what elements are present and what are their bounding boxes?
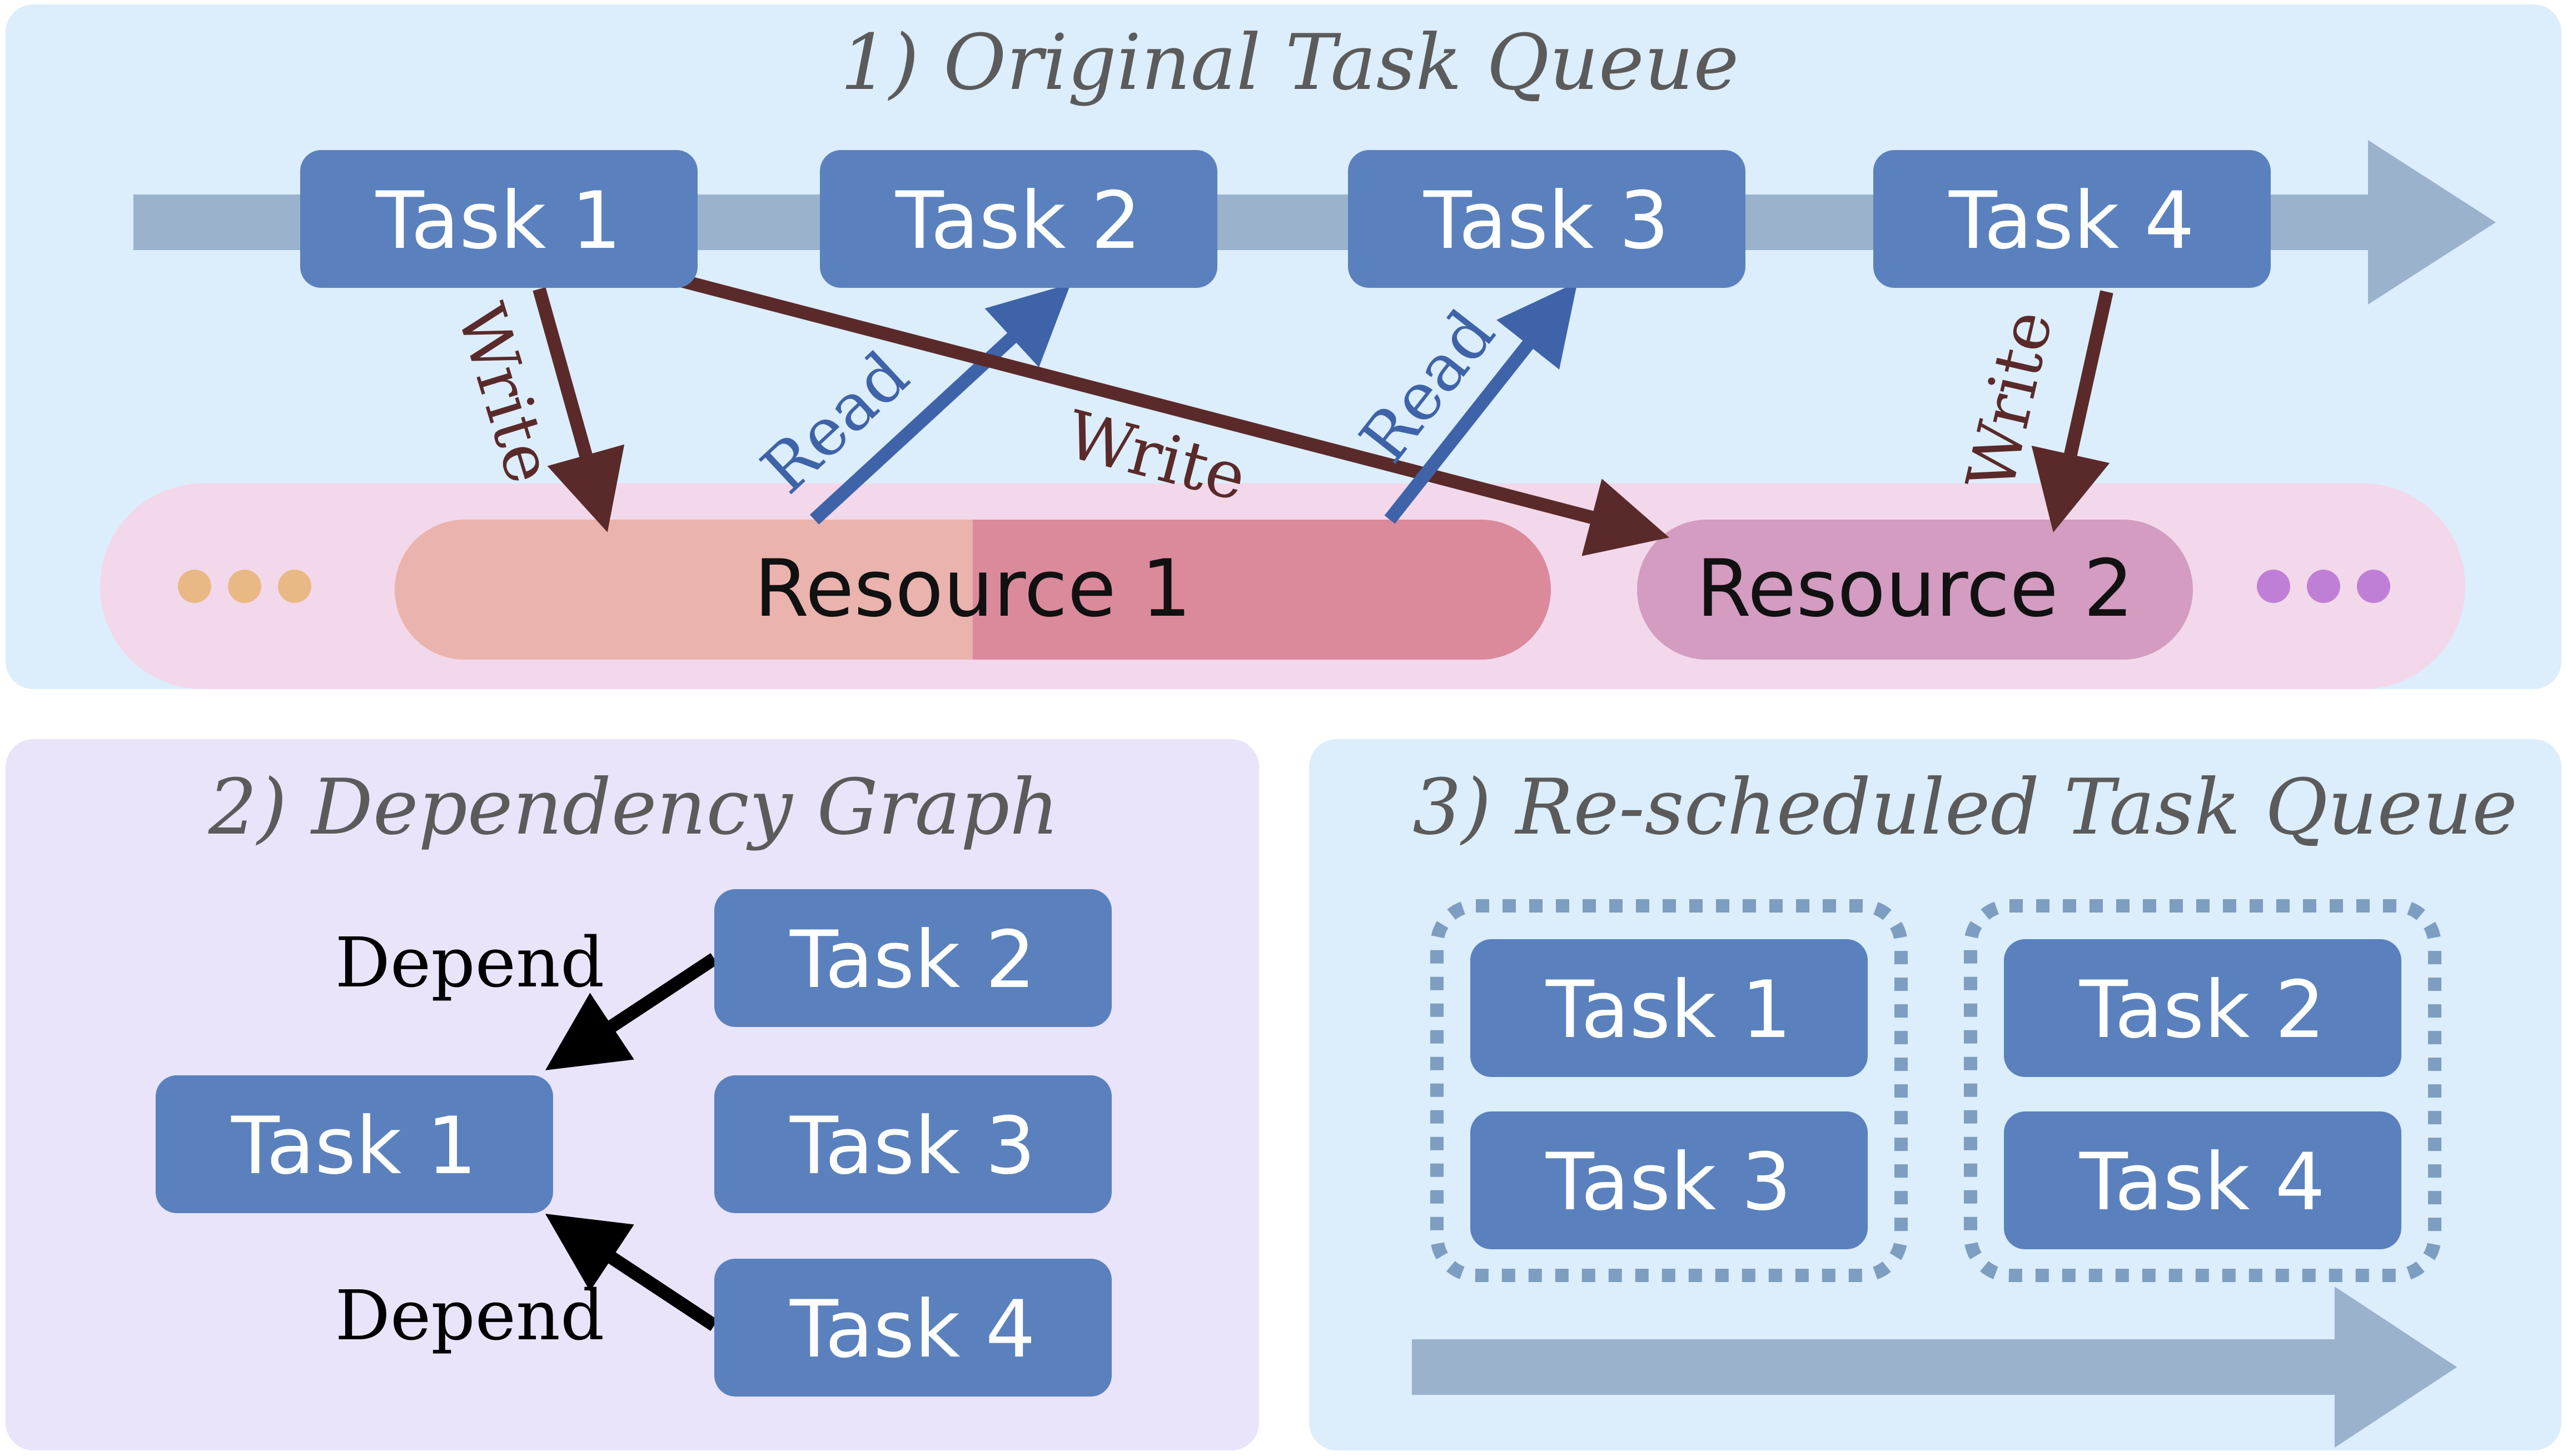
group-1-task-b-label: Task 3 xyxy=(1545,1136,1792,1228)
queue-task-2: Task 2 xyxy=(820,150,1217,288)
resource-2: Resource 2 xyxy=(1637,520,2193,660)
queue-task-4-label: Task 4 xyxy=(1948,175,2195,267)
group-1-task-a: Task 1 xyxy=(1470,939,1868,1077)
group-2-task-b-label: Task 4 xyxy=(2079,1136,2325,1228)
group-1-outline xyxy=(1430,899,1908,1282)
panel-3-title: 3) Re-scheduled Task Queue xyxy=(1412,762,2518,852)
resource-2-label: Resource 2 xyxy=(1697,543,2134,635)
dep-label-top: Depend xyxy=(335,923,605,1003)
resource-1-label: Resource 1 xyxy=(754,543,1192,635)
graph-edge-task2-to-task1: Depend xyxy=(335,923,718,1070)
group-1-task-b: Task 3 xyxy=(1470,1111,1868,1249)
panel-2-title: 2) Dependency Graph xyxy=(208,762,1059,852)
group-2-task-a: Task 2 xyxy=(2004,939,2401,1077)
timeline-arrow-bottom xyxy=(1412,1287,2457,1448)
queue-task-1: Task 1 xyxy=(300,150,698,288)
panel-3-background xyxy=(1309,739,2561,1450)
panel-dependency-graph: 2) Dependency Graph Depend Depend Task 1… xyxy=(6,739,1259,1450)
graph-task-4-label: Task 4 xyxy=(789,1284,1036,1375)
ellipsis-right xyxy=(2257,570,2390,603)
panel-1-title: 1) Original Task Queue xyxy=(840,18,1739,107)
group-2-outline xyxy=(1964,899,2441,1282)
queue-task-2-label: Task 2 xyxy=(895,175,1141,267)
graph-task-1-label: Task 1 xyxy=(231,1100,477,1192)
queue-task-3: Task 3 xyxy=(1348,150,1745,288)
resource-1: Resource 1 xyxy=(395,520,1551,660)
panel-original-task-queue: 1) Original Task Queue Resource 1 xyxy=(6,4,2561,689)
ellipsis-left xyxy=(178,570,311,603)
queue-task-1-label: Task 1 xyxy=(375,175,621,267)
group-2-task-b: Task 4 xyxy=(2004,1111,2401,1249)
graph-task-1: Task 1 xyxy=(156,1075,553,1213)
graph-task-2: Task 2 xyxy=(714,889,1112,1027)
graph-edge-task4-to-task1: Depend xyxy=(335,1214,718,1356)
group-1-task-a-label: Task 1 xyxy=(1545,964,1792,1056)
graph-task-2-label: Task 2 xyxy=(789,914,1036,1006)
dep-label-bottom: Depend xyxy=(335,1276,605,1356)
group-2-task-a-label: Task 2 xyxy=(2079,964,2325,1056)
graph-task-3: Task 3 xyxy=(714,1075,1112,1213)
queue-task-3-label: Task 3 xyxy=(1423,175,1669,267)
graph-task-3-label: Task 3 xyxy=(789,1100,1036,1192)
queue-task-4: Task 4 xyxy=(1873,150,2271,288)
panel-rescheduled-task-queue: 3) Re-scheduled Task Queue Task 1 Task 3… xyxy=(1309,739,2561,1450)
graph-task-4: Task 4 xyxy=(714,1259,1112,1397)
